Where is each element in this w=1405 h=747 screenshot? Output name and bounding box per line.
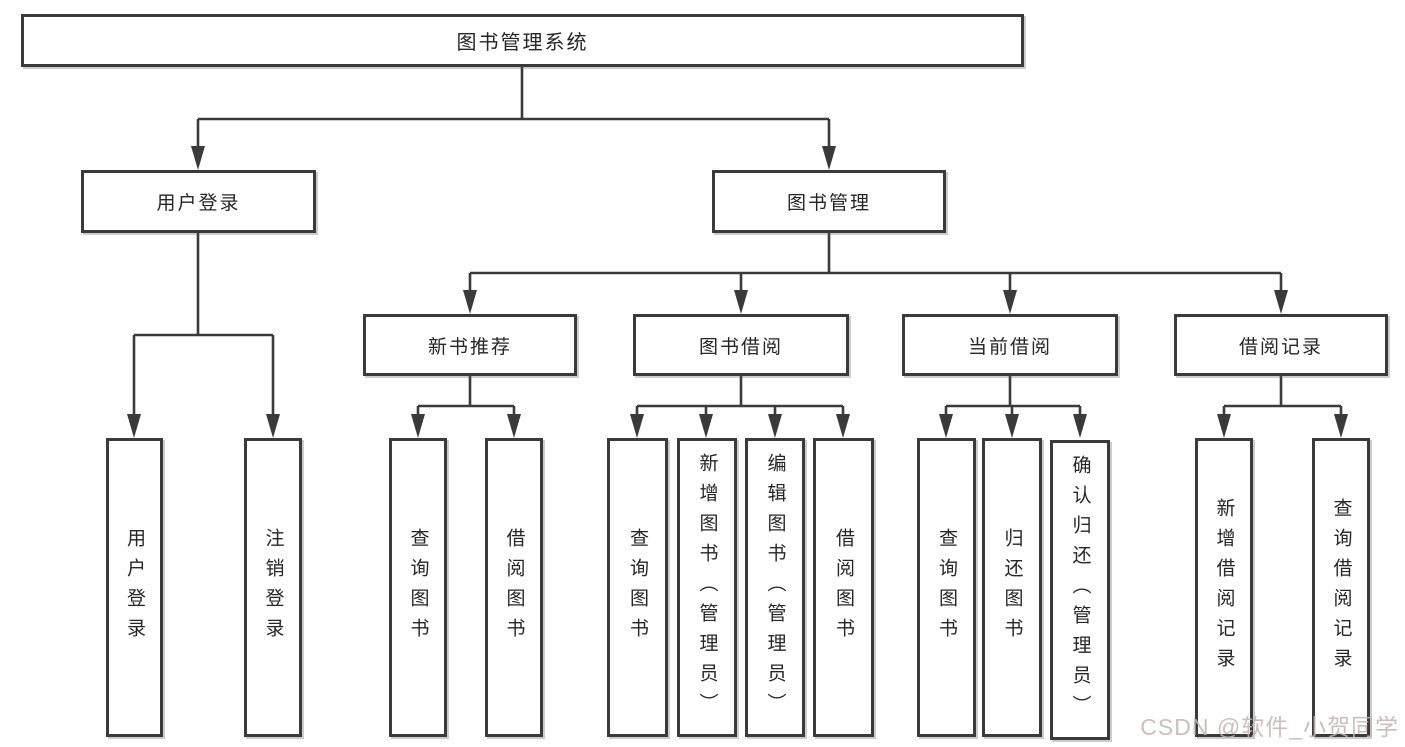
node-current-borrowing: 当前借阅	[902, 314, 1118, 376]
node-leaf-user-login: 用户登录	[106, 438, 163, 737]
node-leaf-query-borrow-record: 查询借阅记录	[1312, 438, 1370, 737]
node-leaf-borrow-books: 借阅图书	[813, 438, 874, 737]
connector-lines	[132, 67, 1343, 420]
node-leaf-query-books-recommend: 查询图书	[389, 438, 447, 737]
node-leaf-add-borrow-record: 新增借阅记录	[1195, 438, 1253, 737]
node-leaf-add-book-admin: 新增图书（管理员）	[677, 438, 737, 737]
node-leaf-confirm-return-admin: 确认归还（管理员）	[1050, 440, 1110, 740]
node-leaf-query-books-current: 查询图书	[917, 438, 976, 737]
node-leaf-return-book: 归还图书	[982, 438, 1042, 737]
arrowheads	[127, 146, 1348, 438]
node-leaf-borrow-books-recommend: 借阅图书	[485, 438, 543, 737]
csdn-watermark: CSDN @软件_小贺同学	[1140, 714, 1399, 740]
node-book-management-branch: 图书管理	[712, 170, 946, 233]
node-leaf-logout: 注销登录	[244, 438, 302, 737]
node-leaf-edit-book-admin: 编辑图书（管理员）	[745, 438, 805, 737]
node-library-management-system: 图书管理系统	[21, 14, 1024, 67]
node-new-book-recommendation: 新书推荐	[363, 314, 577, 376]
node-user-login-branch: 用户登录	[81, 170, 316, 233]
node-book-borrowing: 图书借阅	[633, 314, 849, 376]
node-borrowing-records: 借阅记录	[1174, 314, 1388, 376]
node-leaf-query-books-borrow: 查询图书	[607, 438, 668, 737]
